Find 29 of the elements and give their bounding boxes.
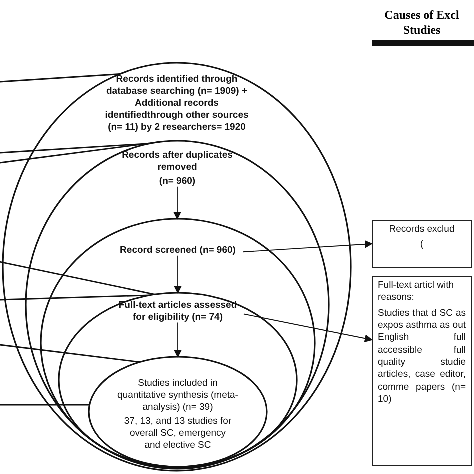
connector-line [0,404,90,406]
arrow [174,186,182,220]
node-label: (n= 960) [158,176,197,188]
node-label: Studies that d SC as expos asthma as out English full accessible full quality studie articles, case editor, comme papers (n= 10) [378,308,466,406]
ellipse-node [40,218,316,469]
node-label: Full-text articles assessed for eligibility (n= 74) [118,300,238,324]
node-label: Records exclud [388,224,456,236]
node-label: Studies included in quantitative synthesis (meta-analysis) (n= 39) [116,378,240,414]
text-box [372,220,472,268]
connector-line [0,294,150,301]
ellipse-node [88,356,268,468]
node-label: Full-text articl with reasons: [378,280,456,305]
ellipse-node [58,292,298,468]
arrow [242,240,373,253]
ellipse-node [25,140,330,470]
ellipse-node [2,62,352,472]
node-label: Record screened (n= 960) [119,245,237,257]
text-box [372,276,472,466]
connector-line [0,261,156,296]
node-label: Records after duplicates removed [121,150,234,174]
arrow [244,314,373,343]
heading-text: Causes of Excl Studies [384,8,460,38]
arrow [174,255,182,294]
arrow [174,322,182,358]
connector-line [0,344,140,363]
node-label: ( [419,239,425,252]
node-label: 37, 13, and 13 studies for overall SC, emergency and elective SC [123,416,233,452]
connector-line [0,74,120,83]
node-label: Records identified through database searching (n= 1909) + Additional records identifiedthrough other sources (n= 11) by 2 researchers= 1920 [104,74,250,134]
